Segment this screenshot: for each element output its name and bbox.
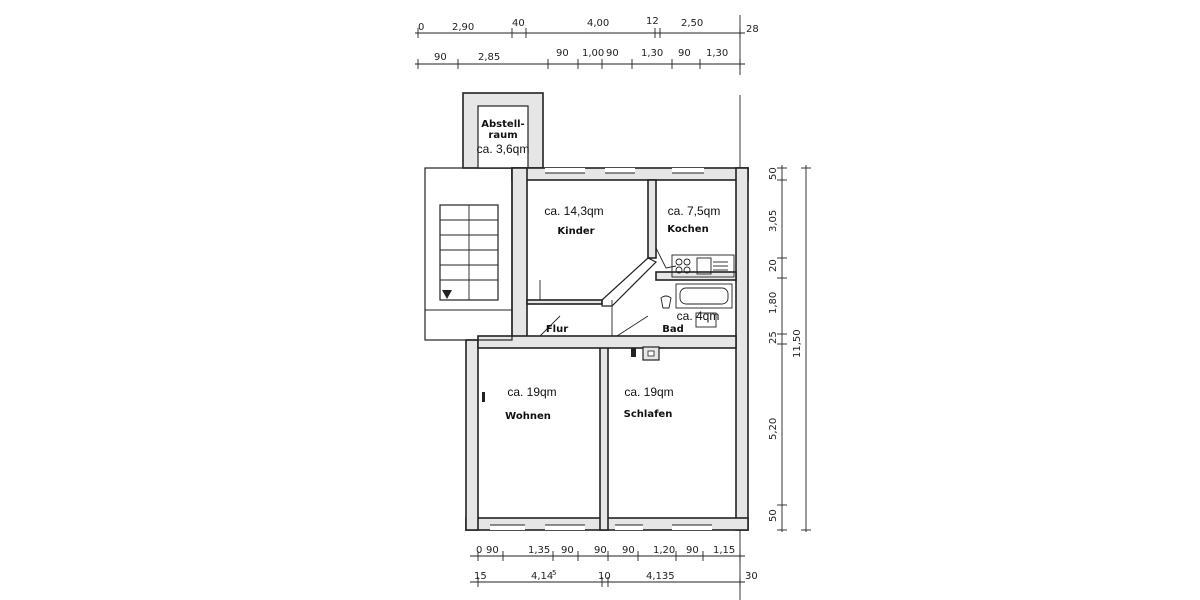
right-dimensions: 50 3,05 20 1,80 25 5,20 50 11,50 [768, 165, 811, 532]
stove-icon [675, 258, 691, 274]
toilet-icon [660, 295, 672, 309]
room-kochen: ca. 7,5qm Kochen [667, 204, 720, 235]
kochen-name: Kochen [667, 224, 708, 235]
kinder-name: Kinder [557, 226, 594, 237]
bottom2-dim-5: 4,135 [646, 571, 675, 582]
room-kinder: ca. 14,3qm Kinder [544, 204, 603, 237]
top-dim-6: 2,50 [681, 18, 703, 29]
kinder-area: ca. 14,3qm [544, 204, 603, 218]
abstell-name-1: Abstell- [481, 119, 524, 130]
abstell-name-2: raum [488, 130, 517, 141]
right-dim-3: 20 [768, 259, 779, 272]
top-dimension-row-1: 0 2,90 40 4,00 12 2,50 28 [415, 16, 759, 38]
right-dim-7: 50 [768, 509, 779, 522]
bottom2-dim-3: 5 [552, 569, 556, 577]
bottom2-dim-6: 30 [745, 571, 758, 582]
top2-dim-4: 1,00 [582, 48, 604, 59]
flur-name: Flur [546, 324, 568, 335]
top2-dim-8: 1,30 [706, 48, 728, 59]
walls [462, 92, 749, 531]
staircase [424, 167, 513, 341]
top-dim-1: 0 [418, 22, 424, 33]
top2-dim-2: 2,85 [478, 52, 500, 63]
bottom-dim-8: 90 [686, 545, 699, 556]
top-dim-2: 2,90 [452, 22, 474, 33]
right-dim-4: 1,80 [768, 292, 779, 314]
top2-dim-6: 1,30 [641, 48, 663, 59]
abstell-area: ca. 3,6qm [477, 142, 530, 156]
bottom2-dim-2: 4,14 [531, 571, 553, 582]
room-abstellraum: Abstell- raum ca. 3,6qm [477, 119, 530, 156]
sink-icon [696, 257, 728, 275]
kochen-area: ca. 7,5qm [668, 204, 721, 218]
room-flur: Flur [546, 324, 568, 335]
flur-diagonal-walls [539, 247, 677, 337]
right-dim-5: 25 [768, 331, 779, 344]
bottom-dim-4: 90 [561, 545, 574, 556]
bottom-dim-7: 1,20 [653, 545, 675, 556]
bathtub-icon [675, 283, 733, 309]
bad-name: Bad [662, 324, 684, 335]
bottom-dim-3: 1,35 [528, 545, 550, 556]
right-dim-6: 5,20 [768, 418, 779, 440]
room-wohnen: ca. 19qm Wohnen [505, 385, 557, 422]
bottom2-dim-1: 15 [474, 571, 487, 582]
right-dim-1: 50 [768, 167, 779, 180]
bottom-dim-1: 0 [476, 545, 482, 556]
bottom-dim-9: 1,15 [713, 545, 735, 556]
wohnen-area: ca. 19qm [507, 385, 556, 399]
bottom2-dim-4: 10 [598, 571, 611, 582]
room-schlafen: ca. 19qm Schlafen [624, 385, 674, 420]
stair-arrow-icon [442, 290, 452, 299]
top-dim-7: 28 [746, 24, 759, 35]
top-dim-4: 4,00 [587, 18, 609, 29]
schlafen-name: Schlafen [624, 409, 673, 420]
top-dimension-row-2: 90 2,85 90 1,00 90 1,30 90 1,30 [415, 48, 745, 69]
schlafen-area: ca. 19qm [624, 385, 673, 399]
top-dim-3: 40 [512, 18, 525, 29]
bath-fixtures [482, 283, 733, 402]
wohnen-name: Wohnen [505, 411, 551, 422]
bottom-dim-2: 90 [486, 545, 499, 556]
right-dim-2: 3,05 [768, 210, 779, 232]
top2-dim-1: 90 [434, 52, 447, 63]
washbasin-icon [695, 312, 717, 328]
bottom-dimension-row-2: 15 4,14 5 10 4,135 30 [470, 569, 758, 587]
top2-dim-3: 90 [556, 48, 569, 59]
bottom-dimension-row-1: 0 90 1,35 90 90 90 1,20 90 1,15 [470, 545, 745, 561]
right-total: 11,50 [792, 329, 803, 358]
bottom-dim-5: 90 [594, 545, 607, 556]
room-bad: ca. 4qm Bad [662, 309, 719, 335]
bottom-dim-6: 90 [622, 545, 635, 556]
top-dim-5: 12 [646, 16, 659, 27]
top2-dim-7: 90 [678, 48, 691, 59]
top2-dim-5: 90 [606, 48, 619, 59]
kitchen-fixtures [671, 254, 735, 278]
bad-area: ca. 4qm [677, 309, 720, 323]
